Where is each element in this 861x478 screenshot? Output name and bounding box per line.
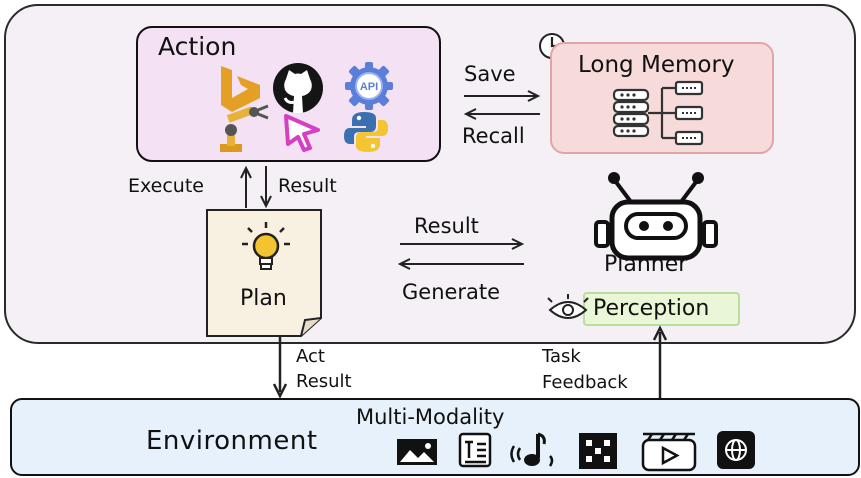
multi-modality-title: Multi-Modality: [356, 405, 505, 429]
python-icon: [344, 112, 388, 152]
save-label: Save: [464, 62, 516, 86]
result-label: Result: [278, 175, 337, 197]
perception-box: [583, 292, 740, 326]
execute-result-arrows: [240, 165, 272, 209]
video-icon: [641, 432, 697, 472]
github-icon: [273, 63, 323, 113]
plan-result-label: Result: [414, 214, 479, 238]
robot-arm-icon: [220, 104, 269, 152]
eye-icon: [547, 294, 589, 319]
web-icon: [717, 431, 755, 469]
perception-title: Perception: [593, 296, 710, 321]
planner-title: Planner: [604, 252, 688, 277]
plan-planner-arrows: [397, 238, 525, 270]
api-icon: API: [345, 62, 393, 110]
feedback-label: Feedback: [542, 372, 628, 393]
environment-title: Environment: [146, 426, 318, 456]
planner-robot-icon: [594, 172, 718, 261]
text-icon: [458, 432, 492, 468]
recall-label: Recall: [462, 124, 525, 148]
act-result-arrow: [272, 336, 288, 399]
audio-icon: [510, 432, 554, 467]
plan-document: [206, 209, 322, 337]
long-memory-title: Long Memory: [578, 52, 735, 78]
qr-code-icon: [579, 433, 617, 469]
image-icon: [397, 439, 437, 465]
act-label: Act: [296, 346, 325, 367]
svg-text:API: API: [360, 81, 378, 93]
lightbulb-icon: [242, 222, 290, 270]
plan-title: Plan: [240, 286, 287, 311]
database-icon: [612, 80, 704, 146]
task-feedback-arrow: [652, 325, 668, 398]
generate-label: Generate: [402, 280, 501, 304]
execute-label: Execute: [128, 175, 204, 197]
act-result-label: Result: [296, 371, 352, 392]
bing-icon: [221, 66, 260, 112]
cursor-icon: [284, 114, 320, 152]
save-recall-arrows: [463, 90, 541, 120]
action-title: Action: [158, 32, 237, 61]
task-label: Task: [542, 346, 581, 367]
